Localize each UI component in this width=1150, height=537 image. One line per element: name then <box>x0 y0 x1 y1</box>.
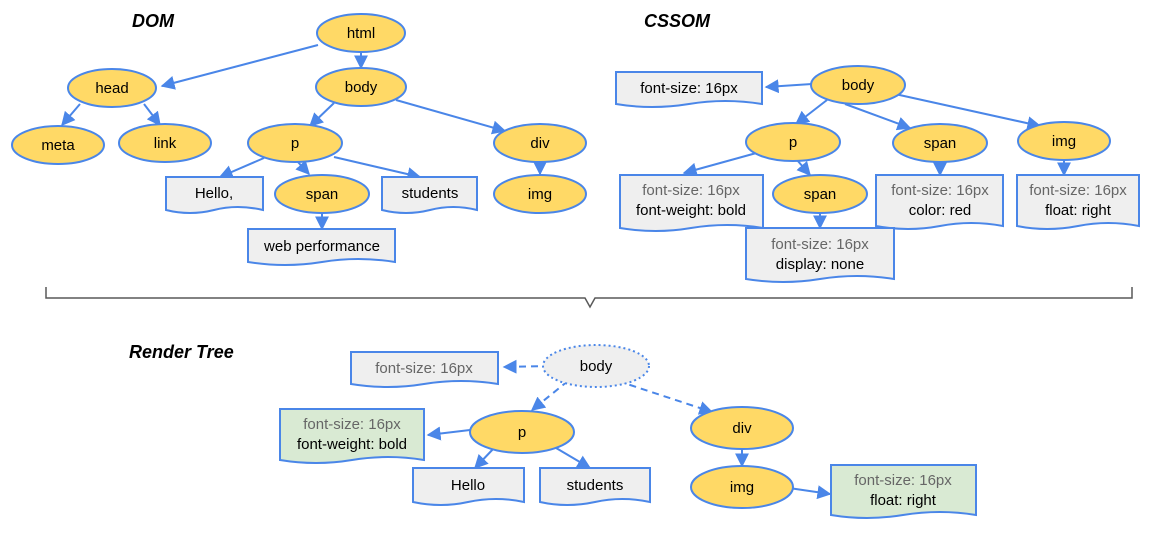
dom-title: DOM <box>132 11 175 31</box>
edge-cssom-body-img <box>894 93 1042 131</box>
cssom-node-span-nested-label: span <box>804 186 837 203</box>
dom-node-img: img <box>493 174 587 214</box>
cssom-title: CSSOM <box>644 11 711 31</box>
dom-node-body-label: body <box>345 79 378 96</box>
cssom-node-p-style-inherited: font-size: 16px <box>642 182 740 199</box>
dom-node-meta: meta <box>11 125 105 165</box>
render-node-p: p <box>469 410 575 454</box>
edge-cssom-body-style <box>764 79 813 94</box>
cssom-node-span-style-own: color: red <box>909 202 972 219</box>
edge-render-p-style <box>426 426 471 441</box>
render-node-img-style-inherited: font-size: 16px <box>854 472 952 489</box>
dom-node-img-label: img <box>528 186 552 203</box>
edge-head-link <box>143 103 161 127</box>
render-node-students-label: students <box>567 477 624 494</box>
cssom-node-span-nested-style-own: display: none <box>776 256 864 273</box>
dom-node-div: div <box>493 123 587 163</box>
dom-node-link: link <box>118 123 212 163</box>
edge-cssom-body-p <box>794 99 828 125</box>
edge-p-span <box>295 159 310 176</box>
cssom-node-span: span <box>892 123 988 163</box>
render-node-body-style-label: font-size: 16px <box>375 360 473 377</box>
cssom-node-p-style-own: font-weight: bold <box>636 202 746 219</box>
render-node-body: body <box>542 344 650 388</box>
cssom-edges <box>682 79 1071 230</box>
edge-cssom-p-span <box>796 159 811 177</box>
dom-node-p: p <box>247 123 343 163</box>
render-node-img: img <box>690 465 794 509</box>
dom-node-span-label: span <box>306 186 339 203</box>
edge-cssom-p-style <box>682 151 761 177</box>
dom-node-body: body <box>315 67 407 107</box>
dom-node-span: span <box>274 174 370 214</box>
edge-render-body-p <box>530 380 569 411</box>
render-node-students: students <box>539 467 651 506</box>
render-node-p-label: p <box>518 424 526 441</box>
render-node-div-label: div <box>732 420 752 437</box>
cssom-node-p-label: p <box>789 134 797 151</box>
edge-render-img-style <box>788 485 832 500</box>
dom-node-students-label: students <box>402 185 459 202</box>
render-node-hello-label: Hello <box>451 477 485 494</box>
cssom-node-body: body <box>810 65 906 105</box>
dom-node-web-performance-label: web performance <box>263 238 380 255</box>
dom-node-meta-label: meta <box>41 137 75 154</box>
edge-render-body-div <box>617 380 714 415</box>
cssom-node-span-label: span <box>924 135 957 152</box>
dom-node-div-label: div <box>530 135 550 152</box>
edge-render-p-hello <box>474 446 496 470</box>
dom-node-web-performance: web performance <box>247 228 396 266</box>
edge-html-head <box>160 44 319 90</box>
cssom-node-p: p <box>745 122 841 162</box>
render-node-img-label: img <box>730 479 754 496</box>
dom-node-html: html <box>316 13 406 53</box>
edge-p-hello <box>218 157 265 179</box>
cssom-node-img-style-inherited: font-size: 16px <box>1029 182 1127 199</box>
dom-node-head: head <box>67 68 157 108</box>
render-node-p-style-inherited: font-size: 16px <box>303 416 401 433</box>
render-node-hello: Hello <box>412 467 525 506</box>
render-node-body-style: font-size: 16px <box>350 351 499 388</box>
cssom-node-img-label: img <box>1052 133 1076 150</box>
edge-body-div <box>395 99 507 135</box>
render-edges <box>426 359 832 500</box>
cssom-node-span-nested-style: font-size: 16px display: none <box>745 227 895 283</box>
edge-body-p <box>308 102 335 127</box>
dom-node-html-label: html <box>347 25 375 42</box>
dom-node-p-label: p <box>291 135 299 152</box>
edge-p-students <box>333 156 422 181</box>
edge-render-p-students <box>550 444 592 469</box>
render-node-img-style-own: float: right <box>870 492 937 509</box>
cssom-node-img: img <box>1017 121 1111 161</box>
cssom-node-body-style: font-size: 16px <box>615 71 763 108</box>
cssom-node-span-style-inherited: font-size: 16px <box>891 182 989 199</box>
edge-render-body-style <box>502 359 551 374</box>
combine-brace <box>45 287 1133 309</box>
cssom-node-span-style: font-size: 16px color: red <box>875 174 1004 230</box>
cssom-node-img-style: font-size: 16px float: right <box>1016 174 1140 230</box>
render-tree-title: Render Tree <box>129 342 234 362</box>
cssom-node-span-nested-style-inherited: font-size: 16px <box>771 236 869 253</box>
render-node-img-style: font-size: 16px float: right <box>830 464 977 519</box>
cssom-node-body-label: body <box>842 77 875 94</box>
dom-node-students: students <box>381 176 478 214</box>
dom-node-hello: Hello, <box>165 176 264 214</box>
dom-node-hello-label: Hello, <box>195 185 233 202</box>
dom-node-link-label: link <box>154 135 177 152</box>
edge-head-meta <box>61 103 81 127</box>
dom-node-head-label: head <box>95 80 128 97</box>
edge-cssom-body-span <box>844 103 912 131</box>
render-node-p-style: font-size: 16px font-weight: bold <box>279 408 425 464</box>
render-node-body-label: body <box>580 358 613 375</box>
cssom-node-span-nested: span <box>772 174 868 214</box>
render-node-div: div <box>690 406 794 450</box>
cssom-node-img-style-own: float: right <box>1045 202 1112 219</box>
render-node-p-style-own: font-weight: bold <box>297 436 407 453</box>
cssom-node-p-style: font-size: 16px font-weight: bold <box>619 174 764 232</box>
cssom-node-body-style-label: font-size: 16px <box>640 80 738 97</box>
